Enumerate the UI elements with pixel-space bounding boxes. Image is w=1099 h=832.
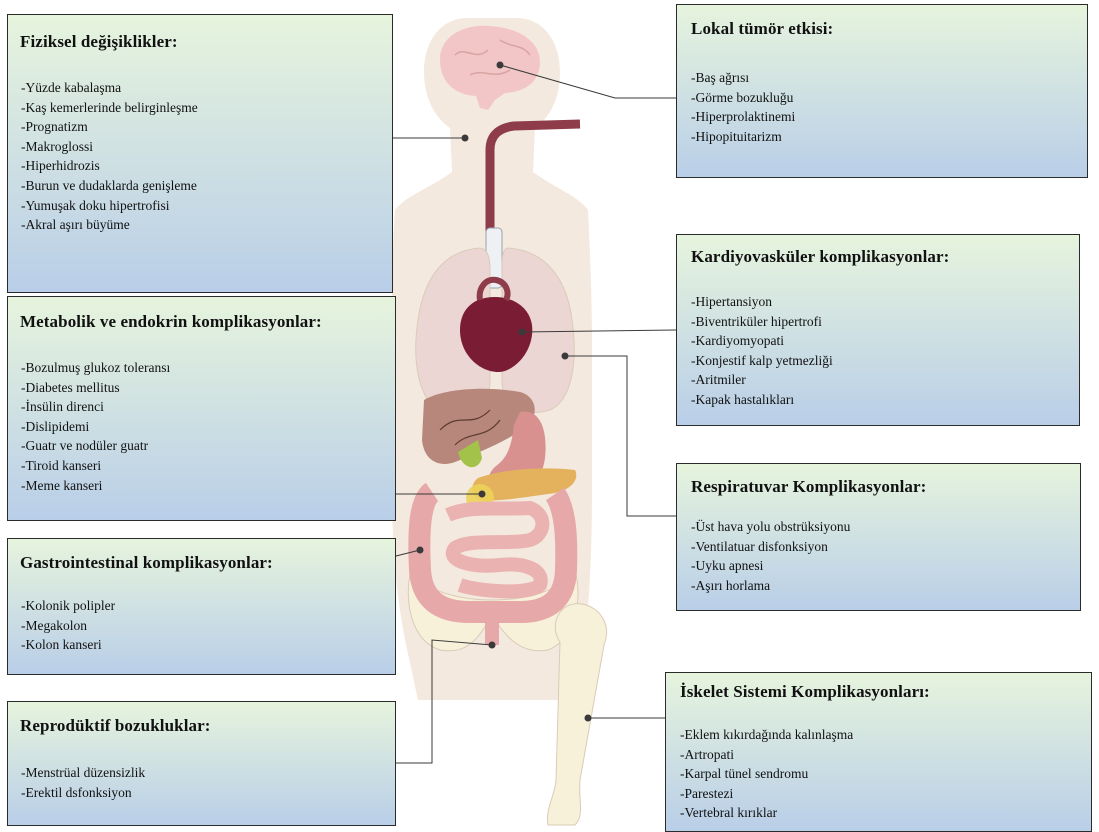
item-list: -Yüzde kabalaşma -Kaş kemerlerinde belir…	[21, 78, 198, 235]
item-list: -Kolonik polipler -Megakolon -Kolon kans…	[21, 596, 115, 655]
list-item: -Guatr ve nodüler guatr	[21, 436, 170, 456]
list-item: -Hipopituitarizm	[691, 127, 795, 147]
list-item: -Üst hava yolu obstrüksiyonu	[691, 517, 850, 537]
list-item: -Megakolon	[21, 616, 115, 636]
list-item: -Yumuşak doku hipertrofisi	[21, 196, 198, 216]
list-item: -Dislipidemi	[21, 417, 170, 437]
list-item: -Meme kanseri	[21, 476, 170, 496]
box-title: Metabolik ve endokrin komplikasyonlar:	[20, 312, 322, 332]
list-item: -Tiroid kanseri	[21, 456, 170, 476]
list-item: -Ventilatuar disfonksiyon	[691, 537, 850, 557]
list-item: -Prognatizm	[21, 117, 198, 137]
list-item: -Yüzde kabalaşma	[21, 78, 198, 98]
list-item: -Vertebral kırıklar	[680, 803, 853, 823]
list-item: -Akral aşırı büyüme	[21, 215, 198, 235]
list-item: -Burun ve dudaklarda genişleme	[21, 176, 198, 196]
list-item: -Artropati	[680, 745, 853, 765]
list-item: -Diabetes mellitus	[21, 378, 170, 398]
box-title: Fiziksel değişiklikler:	[20, 32, 178, 52]
list-item: -Biventriküler hipertrofi	[691, 312, 833, 332]
item-list: -Hipertansiyon -Biventriküler hipertrofi…	[691, 292, 833, 410]
list-item: -Hiperhidrozis	[21, 156, 198, 176]
list-item: -Hipertansiyon	[691, 292, 833, 312]
box-metabolik: Metabolik ve endokrin komplikasyonlar: -…	[7, 296, 396, 521]
box-respiratuvar: Respiratuvar Komplikasyonlar: -Üst hava …	[676, 463, 1081, 611]
list-item: -Hiperprolaktinemi	[691, 107, 795, 127]
item-list: -Menstrüal düzensizlik -Erektil dsfonksi…	[21, 763, 145, 802]
box-title: Respiratuvar Komplikasyonlar:	[691, 477, 926, 497]
box-title: İskelet Sistemi Komplikasyonları:	[680, 682, 930, 702]
item-list: -Baş ağrısı -Görme bozukluğu -Hiperprola…	[691, 68, 795, 146]
list-item: -Bozulmuş glukoz toleransı	[21, 358, 170, 378]
list-item: -Aşırı horlama	[691, 576, 850, 596]
box-title: Reprodüktif bozukluklar:	[20, 716, 211, 736]
list-item: -Baş ağrısı	[691, 68, 795, 88]
box-title: Gastrointestinal komplikasyonlar:	[20, 553, 273, 573]
list-item: -Erektil dsfonksiyon	[21, 783, 145, 803]
list-item: -Konjestif kalp yetmezliği	[691, 351, 833, 371]
list-item: -Eklem kıkırdağında kalınlaşma	[680, 725, 853, 745]
list-item: -Aritmiler	[691, 370, 833, 390]
list-item: -Parestezi	[680, 784, 853, 804]
box-reproduktif: Reprodüktif bozukluklar: -Menstrüal düze…	[7, 701, 396, 826]
list-item: -Görme bozukluğu	[691, 88, 795, 108]
item-list: -Bozulmuş glukoz toleransı -Diabetes mel…	[21, 358, 170, 495]
box-lokal-tumor: Lokal tümör etkisi: -Baş ağrısı -Görme b…	[676, 4, 1088, 178]
list-item: -Kaş kemerlerinde belirginleşme	[21, 98, 198, 118]
list-item: -Kapak hastalıkları	[691, 390, 833, 410]
box-kardiyovaskuler: Kardiyovasküler komplikasyonlar: -Hipert…	[676, 234, 1080, 426]
list-item: -Karpal tünel sendromu	[680, 764, 853, 784]
list-item: -İnsülin direnci	[21, 397, 170, 417]
list-item: -Menstrüal düzensizlik	[21, 763, 145, 783]
item-list: -Üst hava yolu obstrüksiyonu -Ventilatua…	[691, 517, 850, 595]
box-title: Lokal tümör etkisi:	[691, 19, 833, 39]
box-fiziksel: Fiziksel değişiklikler: -Yüzde kabalaşma…	[7, 14, 393, 293]
box-iskelet: İskelet Sistemi Komplikasyonları: -Eklem…	[665, 672, 1092, 832]
list-item: -Kolonik polipler	[21, 596, 115, 616]
list-item: -Uyku apnesi	[691, 556, 850, 576]
box-gastrointestinal: Gastrointestinal komplikasyonlar: -Kolon…	[7, 538, 396, 675]
item-list: -Eklem kıkırdağında kalınlaşma -Artropat…	[680, 725, 853, 823]
list-item: -Kardiyomyopati	[691, 331, 833, 351]
list-item: -Makroglossi	[21, 137, 198, 157]
list-item: -Kolon kanseri	[21, 635, 115, 655]
box-title: Kardiyovasküler komplikasyonlar:	[691, 247, 949, 267]
